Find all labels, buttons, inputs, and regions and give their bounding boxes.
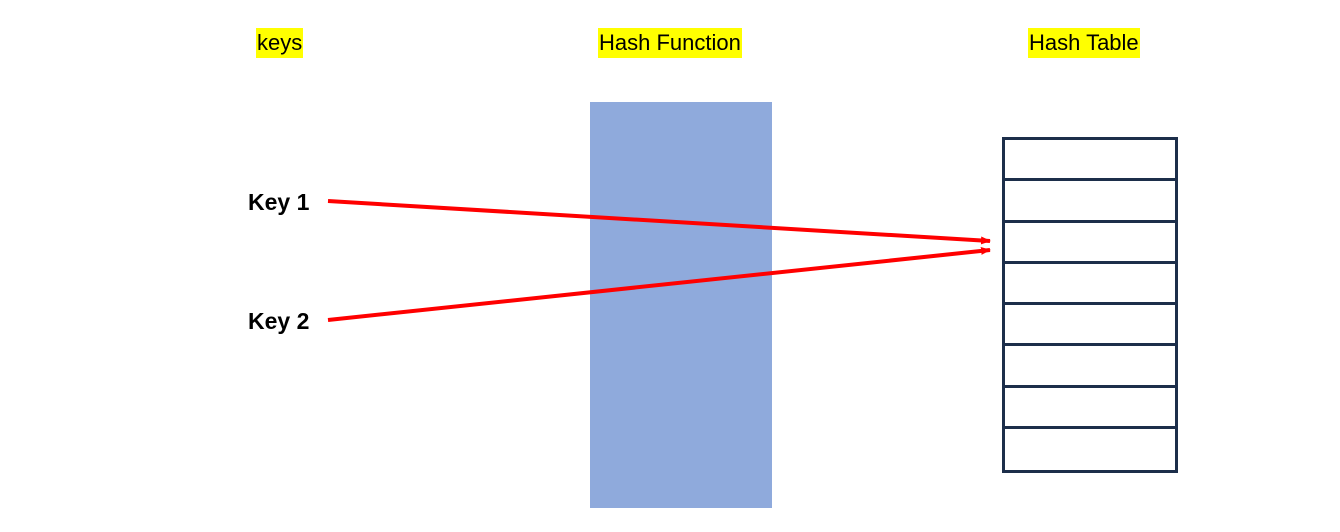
- hash-table-slot-5: [1005, 305, 1175, 347]
- hash-table-slot-2: [1005, 181, 1175, 223]
- hash-table-heading: Hash Table: [1028, 28, 1140, 58]
- hash-table-slot-1: [1005, 140, 1175, 182]
- key-1-label: Key 1: [248, 189, 310, 215]
- hash-table-slot-8: [1005, 429, 1175, 470]
- hash-table-slot-3: [1005, 223, 1175, 264]
- keys-heading: keys: [256, 28, 304, 58]
- hash-function-heading: Hash Function: [598, 28, 742, 58]
- hash-function-box: [590, 102, 772, 508]
- hash-table-slot-7: [1005, 388, 1175, 429]
- hash-table-slot-6: [1005, 346, 1175, 388]
- hash-table: [1002, 137, 1178, 473]
- key-2-label: Key 2: [248, 308, 310, 334]
- hash-table-slot-4: [1005, 264, 1175, 305]
